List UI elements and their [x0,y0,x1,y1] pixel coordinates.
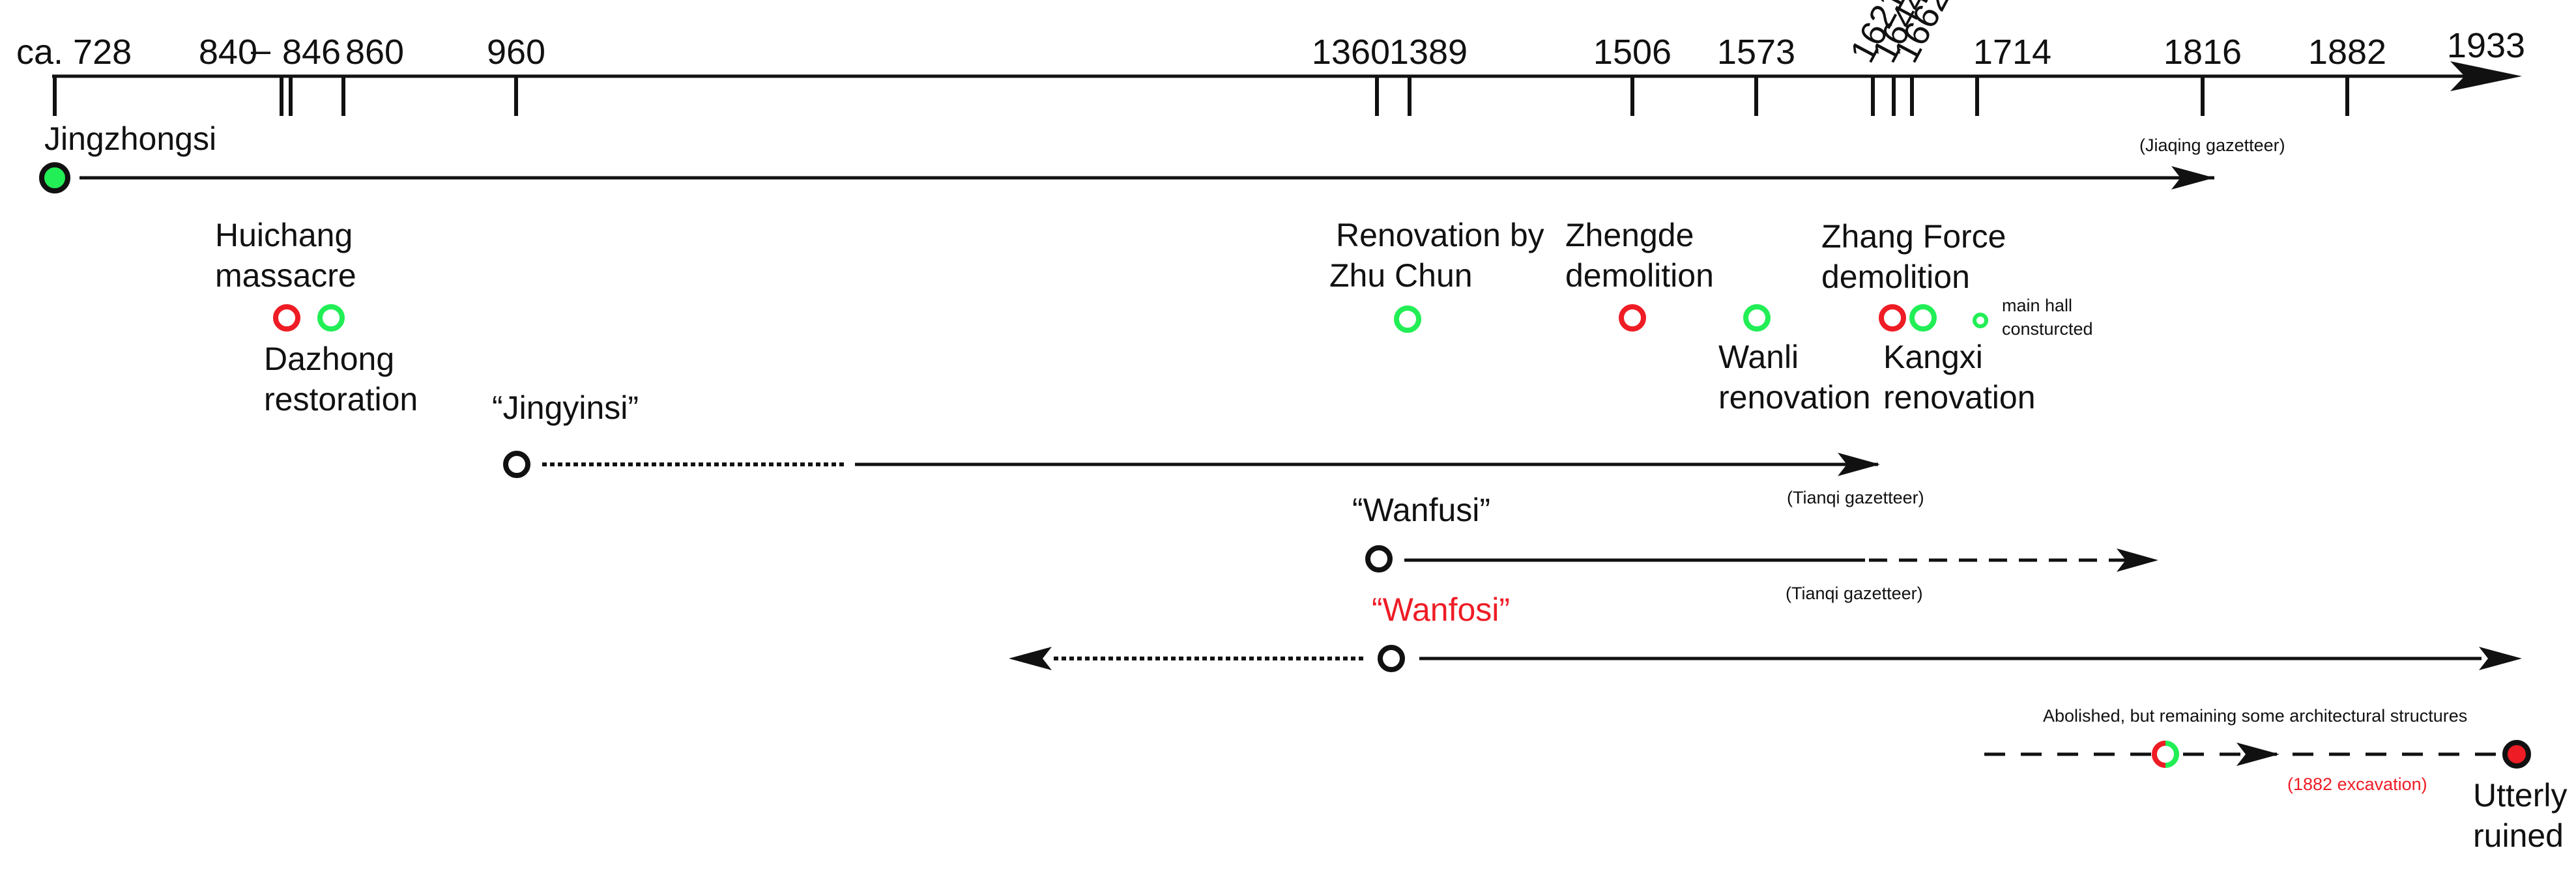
jingzhongsi-label: Jingzhongsi [44,120,216,157]
huichang-label-line2: massacre [215,257,356,294]
tianqi-note-1: (Tianqi gazetteer) [1787,488,1924,507]
main-hall-label-line2: consturcted [2002,319,2093,339]
axis-tick-label-728: ca. 728 [16,33,132,72]
abolished-marker [2152,741,2179,768]
zhu-chun-renovation-marker [1394,305,1421,333]
dazhong-label-line1: Dazhong [264,341,394,377]
wanfosi-start-marker [1378,645,1405,672]
zhang-label-line1: Zhang Force [1821,218,2006,255]
zhu-chun-label-line1: Renovation by [1336,217,1544,253]
time-axis-arrowhead [2450,61,2522,91]
huichang-label-line1: Huichang [215,217,353,253]
tianqi-note-2: (Tianqi gazetteer) [1786,584,1923,603]
kangxi-label-line2: renovation [1883,379,2036,416]
wanfosi-label: “Wanfosi” [1372,591,1510,628]
zhengde-demolition-marker [1619,304,1646,332]
kangxi-renovation-marker [1909,304,1937,332]
utterly-label-line2: ruined [2473,817,2564,854]
excavation-text: 1882 excavation [2293,774,2422,794]
zhengde-label-line1: Zhengde [1565,217,1694,253]
excavation-note: (1882 excavation) [2287,774,2427,794]
jingzhongsi-arrowhead [2171,166,2214,190]
axis-tick-label-846: 846 [282,33,341,72]
axis-tick-label-960: 960 [487,33,545,72]
excavation-paren-close: ) [2422,774,2427,794]
axis-tick-label-860: 860 [345,33,404,72]
kangxi-label-line1: Kangxi [1883,339,1983,375]
utterly-ruined-marker [2502,740,2531,769]
jiaqing-note: (Jiaqing gazetteer) [2139,135,2285,155]
axis-tick-label-1506: 1506 [1593,33,1672,72]
wanli-renovation-marker [1743,304,1771,332]
axis-tick-label-1389: 1389 [1389,33,1468,72]
wanfosi-arrowhead [2479,647,2522,670]
wanfusi-arrowhead [2117,548,2158,572]
dazhong-renovation-marker [317,304,345,332]
zhang-demolition-marker [1879,304,1906,332]
axis-tick-label-1360: 1360 [1312,33,1390,72]
huichang-demolition-marker [273,304,300,332]
main-hall-label-line1: main hall [2002,296,2072,315]
main-hall-marker [1973,313,1988,328]
utterly-label-line1: Utterly [2473,777,2567,814]
range-dash: – [251,31,270,70]
jingyinsi-start-marker [503,451,530,478]
axis-tick-label-1882: 1882 [2308,33,2386,72]
zhengde-label-line2: demolition [1565,257,1714,294]
abolished-mid-arrowhead [2236,743,2279,766]
jingyinsi-label: “Jingyinsi” [492,389,639,426]
zhang-label-line2: demolition [1821,259,1970,295]
axis-tick-label-1714: 1714 [1973,33,2051,72]
jingyinsi-arrowhead [1838,453,1880,476]
axis-tick-label-1573: 1573 [1717,33,1795,72]
jingzhongsi-start-marker [39,162,70,193]
abolished-note: Abolished, but remaining some architectu… [2043,706,2467,726]
axis-tick-label-840: 840 [199,33,257,72]
wanli-label-line2: renovation [1718,379,1871,416]
wanfusi-label: “Wanfusi” [1352,492,1490,528]
zhu-chun-label-line2: Zhu Chun [1329,257,1473,294]
excavation-paren-open: ( [2287,774,2293,794]
wanfosi-backward-arrowhead [1009,647,1052,670]
axis-tick-label-1816: 1816 [2164,33,2242,72]
wanli-label-line1: Wanli [1718,339,1799,375]
dazhong-label-line2: restoration [264,381,418,418]
axis-tick-label-1933: 1933 [2447,26,2525,65]
wanfusi-start-marker [1365,545,1393,573]
